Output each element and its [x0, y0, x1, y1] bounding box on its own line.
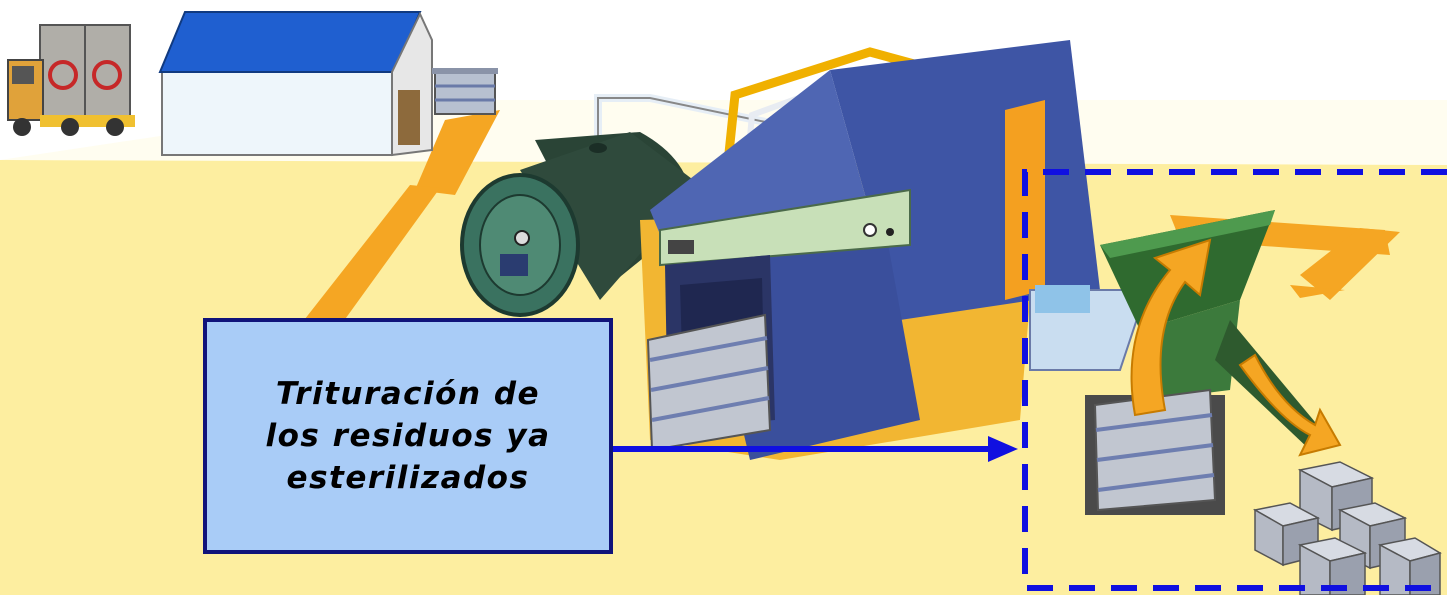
callout-text: Trituración de los residuos ya esteriliz… [265, 376, 551, 496]
storage-building-icon [158, 11, 433, 157]
waste-cube-icon [1252, 461, 1442, 595]
waste-cart-icon [432, 68, 498, 115]
waste-cart-icon [646, 313, 772, 452]
highlight-frame [1022, 169, 1447, 591]
waste-cart-icon [1093, 388, 1217, 512]
callout-box: Trituración de los residuos ya esteriliz… [203, 318, 613, 554]
callout-arrow [588, 436, 1018, 462]
shredder-flow-arrows [1130, 238, 1342, 457]
biohazard-truck-icon [7, 24, 135, 136]
